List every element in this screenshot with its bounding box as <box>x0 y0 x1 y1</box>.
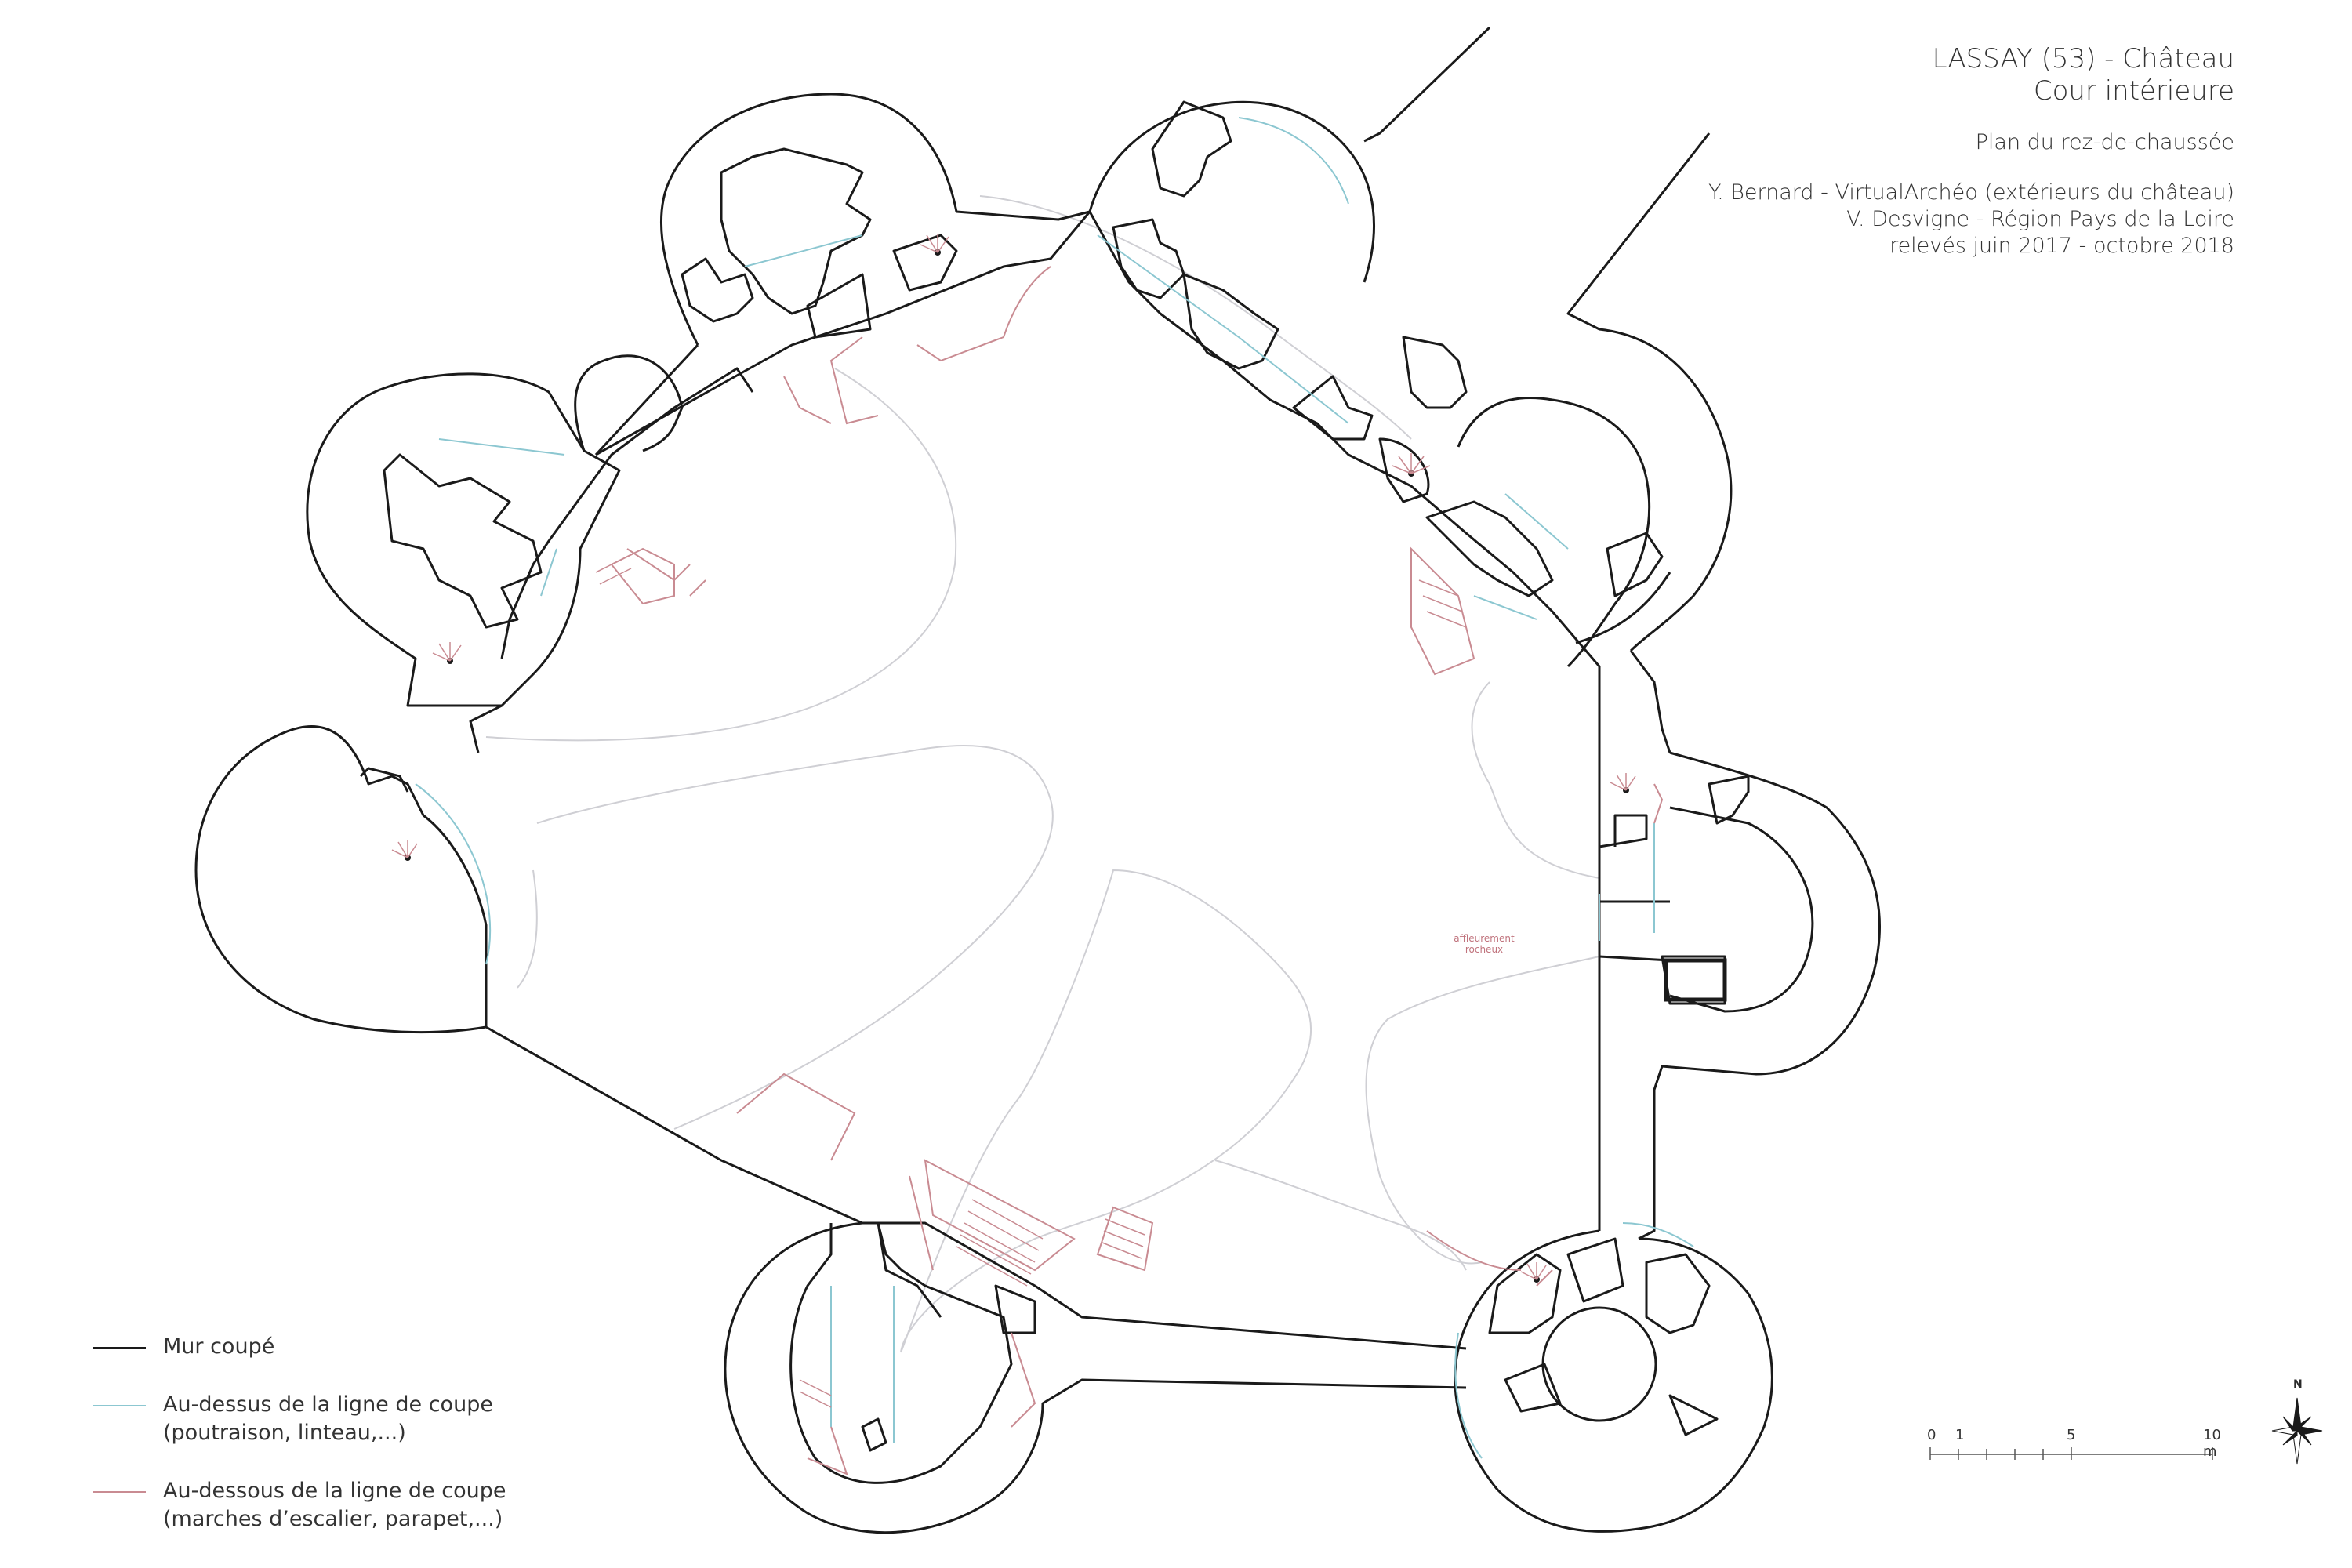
below-cut-lines <box>610 266 1664 1475</box>
spiral-stair <box>1520 1262 1547 1283</box>
legend-swatch-above <box>93 1405 146 1406</box>
cut-wall-block <box>1664 958 1727 1002</box>
straight-stairs <box>595 556 1467 1408</box>
plan-level: Plan du rez-de-chaussée <box>1975 130 2234 154</box>
legend-label-cut-wall: Mur coupé <box>163 1334 275 1359</box>
ground-contours <box>485 195 1600 1352</box>
credit-line-1: Y. Bernard - VirtualArchéo (extérieurs d… <box>1708 180 2234 205</box>
legend-label-below-detail: (marches d’escalier, parapet,...) <box>163 1507 503 1531</box>
title-block: LASSAY (53) - Château Cour intérieure Pl… <box>1708 43 2234 260</box>
scale-label-1: 1 <box>1955 1427 1965 1443</box>
spiral-stair <box>1392 453 1431 477</box>
legend-label-below: Au-dessous de la ligne de coupe <box>163 1479 506 1503</box>
legend: Mur coupé Au-dessus de la ligne de coupe… <box>93 1333 641 1563</box>
legend-item-cut-wall: Mur coupé <box>93 1333 641 1361</box>
above-cut-lines <box>415 117 1694 1459</box>
legend-swatch-below <box>93 1491 146 1493</box>
plan-title: LASSAY (53) - Château <box>1932 43 2234 74</box>
legend-label-above-detail: (poutraison, linteau,...) <box>163 1421 406 1445</box>
cut-walls <box>194 26 1881 1534</box>
spiral-stairs <box>391 234 1636 1283</box>
plan-subtitle: Cour intérieure <box>2033 75 2234 107</box>
compass-star <box>2271 1397 2323 1465</box>
scale-bar <box>1929 1447 2213 1460</box>
survey-dates: relevés juin 2017 - octobre 2018 <box>1889 234 2234 258</box>
compass: N <box>2266 1378 2328 1472</box>
scale-label-5: 5 <box>2067 1427 2076 1443</box>
spiral-stair <box>1610 773 1636 793</box>
spiral-stair <box>432 642 462 664</box>
spiral-stair <box>391 840 418 861</box>
credit-line-2: V. Desvigne - Région Pays de la Loire <box>1846 207 2234 231</box>
legend-swatch-cut-wall <box>93 1347 146 1349</box>
scale-label-0: 0 <box>1927 1427 1936 1443</box>
legend-item-below: Au-dessous de la ligne de coupe (marches… <box>93 1477 641 1534</box>
scale-labels: 0 1 5 10 m <box>1927 1427 2221 1474</box>
legend-item-above: Au-dessus de la ligne de coupe (poutrais… <box>93 1391 641 1447</box>
scale-label-10: 10 m <box>2203 1427 2221 1460</box>
rock-outcrop-label: affleurement rocheux <box>1454 933 1515 955</box>
spiral-stair <box>920 234 949 256</box>
compass-north-label: N <box>2293 1378 2303 1391</box>
legend-label-above: Au-dessus de la ligne de coupe <box>163 1392 493 1417</box>
